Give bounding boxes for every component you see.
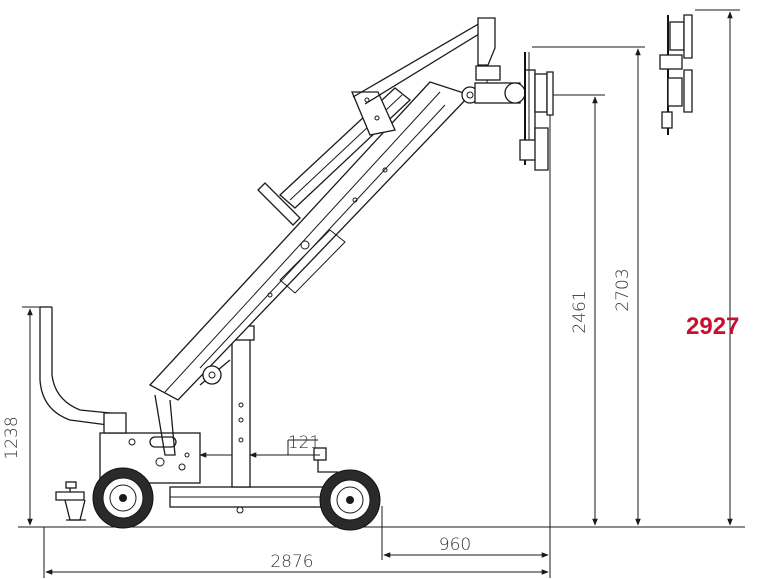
dim-label-max-height: 2927 [686,313,739,340]
stabilizer-jack [55,481,86,521]
front-wheel [319,469,381,531]
dim-offset [199,439,320,458]
dim-overall-length [43,527,551,578]
chassis-body [99,412,338,514]
dim-label-overall-length: 2876 [270,552,313,572]
dim-label-reach-height-2: 2703 [613,268,633,311]
dim-handle-height [22,306,50,526]
alt-head-position [659,14,693,135]
tow-handle [39,306,111,426]
dim-label-reach-height-1: 2461 [570,290,590,333]
hydraulic-cylinder [257,87,411,226]
rear-wheel [92,467,154,529]
dim-label-offset: 121 [288,433,320,453]
dim-reach-height-2 [532,46,645,526]
dim-reach-height-1 [549,94,605,527]
main-boom [148,81,479,401]
dim-max-height [695,9,740,526]
vacuum-head [474,52,554,171]
dim-label-front-overhang: 960 [439,535,471,555]
dim-front-overhang [381,506,549,560]
dim-label-handle-height: 1238 [2,416,22,459]
